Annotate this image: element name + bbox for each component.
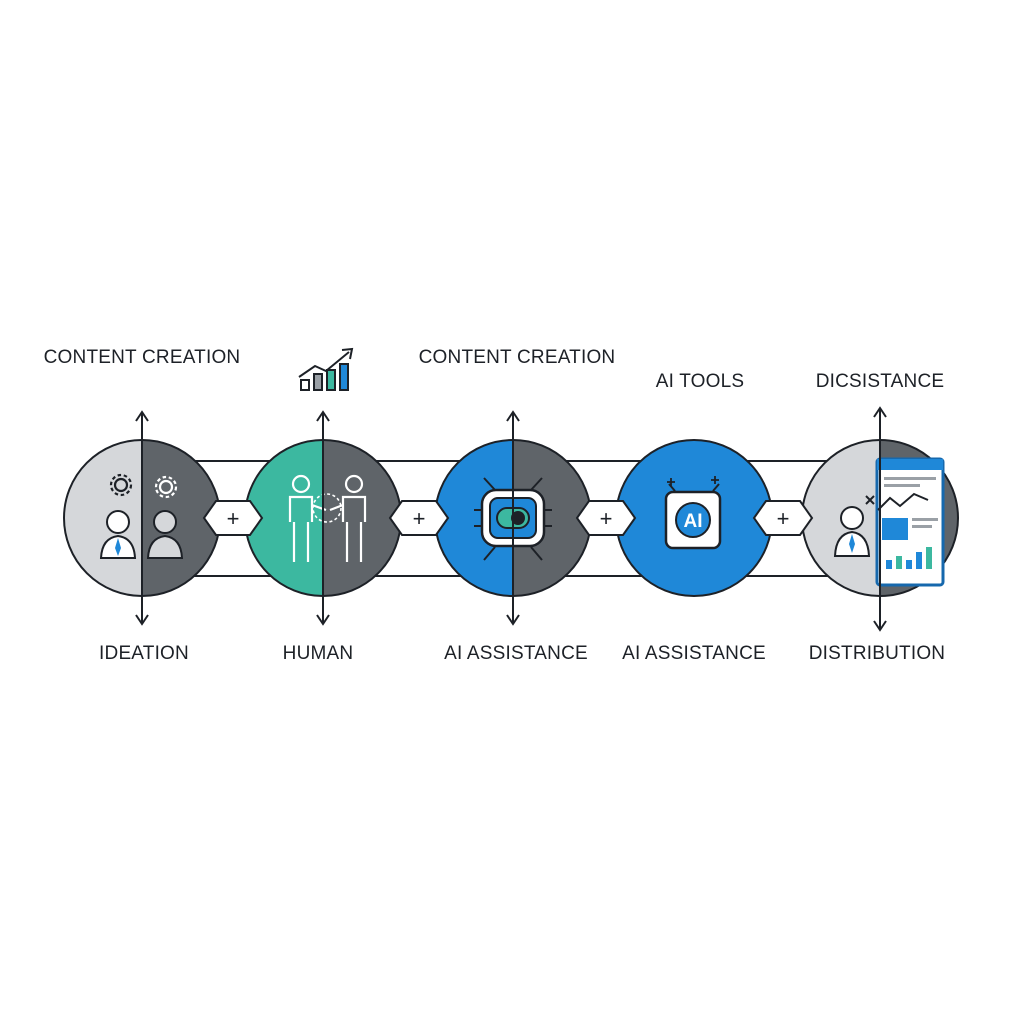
double-arrow-icon (506, 410, 520, 626)
stage-ai-tools-circle: AI (615, 439, 773, 597)
double-arrow-icon (873, 406, 887, 632)
stage-label-content-creation: CONTENT CREATION (43, 347, 241, 368)
gear-icon (109, 473, 133, 497)
stage-label-content-creation: CONTENT CREATION (418, 347, 616, 368)
person-icon (146, 510, 184, 559)
connector-plus-tag: + (575, 500, 637, 536)
stage-label-distribution: DISTRIBUTION (808, 643, 946, 664)
connector-tags: + + + + (202, 500, 814, 536)
stage-label-ai-assistance: AI ASSISTANCE (622, 643, 766, 664)
plus-symbol: + (777, 506, 790, 531)
stage-label-dicsistance: DICSISTANCE (815, 371, 945, 392)
double-arrow-icon (135, 410, 149, 626)
connector-plus-tag: + (752, 500, 814, 536)
double-arrow-icon (316, 410, 330, 626)
person-icon (833, 506, 871, 557)
stage-label-ideation: IDEATION (99, 643, 189, 664)
plus-symbol: + (413, 506, 426, 531)
plus-symbol: + (227, 506, 240, 531)
sparkle-icon (667, 476, 719, 486)
stage-label-ai-tools: AI TOOLS (655, 371, 745, 392)
person-icon (288, 474, 327, 562)
connector-plus-tag: + (388, 500, 450, 536)
stage-label-human: HUMAN (282, 643, 354, 664)
vertical-arrows (135, 406, 887, 632)
growth-chart-icon (298, 347, 354, 391)
plus-symbol: + (600, 506, 613, 531)
person-icon (329, 474, 367, 562)
handshake-icon (312, 493, 342, 523)
stage-label-ai-assistance: AI ASSISTANCE (444, 643, 588, 664)
dashboard-icon (865, 457, 945, 587)
ai-chip-text: AI (684, 511, 703, 532)
gear-icon (154, 475, 178, 499)
ai-chip-icon: AI (664, 483, 722, 550)
person-icon (99, 510, 137, 559)
connector-plus-tag: + (202, 500, 264, 536)
